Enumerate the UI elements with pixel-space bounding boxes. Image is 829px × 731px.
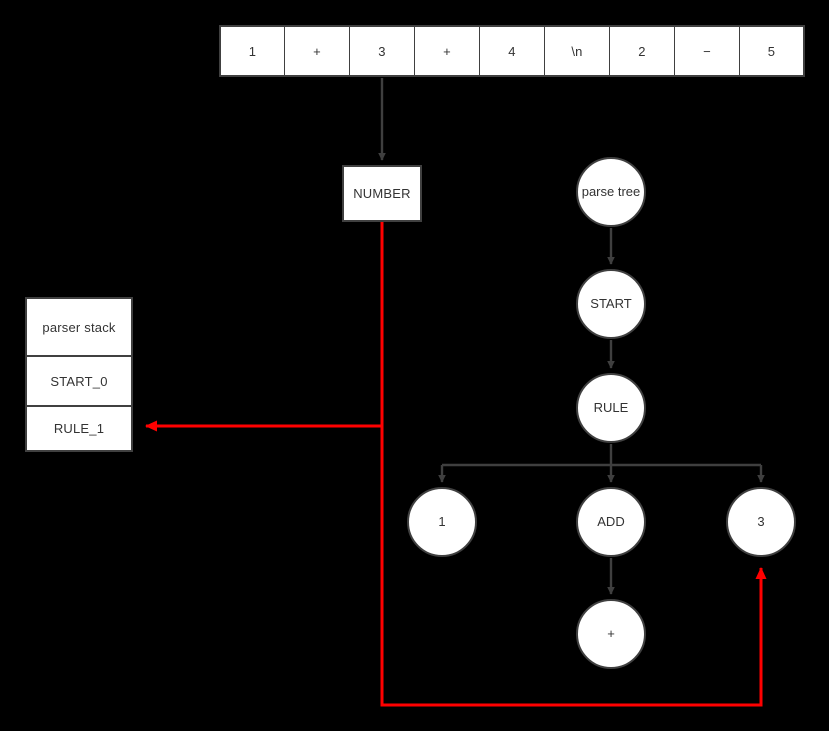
token-label: 4	[508, 43, 516, 59]
token-label: +	[313, 43, 321, 59]
highlight-number-to-tree-node-three	[380, 426, 767, 707]
token-label: −	[703, 43, 711, 59]
tree-node-rule[interactable]: RULE	[576, 373, 646, 443]
token-cell-3[interactable]: +	[414, 25, 480, 77]
tree-node-three[interactable]: 3	[726, 487, 796, 557]
tree-node-label: RULE	[593, 399, 629, 415]
parser-stack-entry-1[interactable]: RULE_1	[25, 406, 133, 452]
tree-node-label: parse tree	[581, 183, 641, 199]
tree-node-parse-tree[interactable]: parse tree	[576, 157, 646, 227]
tree-node-label: 3	[757, 513, 765, 529]
token-cell-0[interactable]: 1	[219, 25, 285, 77]
parser-stack-title-cell: parser stack	[25, 297, 133, 356]
token-cell-5[interactable]: \n	[544, 25, 610, 77]
tree-node-plus[interactable]: +	[576, 599, 646, 669]
token-cell-4[interactable]: 4	[479, 25, 545, 77]
token-cell-1[interactable]: +	[284, 25, 350, 77]
parser-stack-entry-label: START_0	[50, 373, 108, 389]
token-label: \n	[571, 43, 583, 59]
number-box-label: NUMBER	[353, 186, 411, 201]
tree-node-start[interactable]: START	[576, 269, 646, 339]
tree-node-add[interactable]: ADD	[576, 487, 646, 557]
highlight-number-to-parser-stack	[145, 222, 384, 432]
tree-node-label: 1	[438, 513, 446, 529]
token-label: 2	[638, 43, 646, 59]
parser-stack-entry-0[interactable]: START_0	[25, 356, 133, 406]
token-cell-8[interactable]: 5	[739, 25, 805, 77]
parser-stack-title: parser stack	[42, 319, 116, 335]
token-cell-2[interactable]: 3	[349, 25, 415, 77]
token-label: 5	[767, 43, 776, 59]
lexer-token-box-number[interactable]: NUMBER	[342, 165, 422, 222]
parser-stack-entry-label: RULE_1	[53, 421, 105, 436]
tree-node-label: START	[590, 295, 632, 311]
token-label: 3	[378, 43, 386, 59]
tree-node-label: +	[607, 625, 615, 641]
token-cell-7[interactable]: −	[674, 25, 740, 77]
token-label: 1	[248, 43, 257, 59]
token-cell-6[interactable]: 2	[609, 25, 675, 77]
tree-node-one[interactable]: 1	[407, 487, 477, 557]
edge-rule-to-branchbar	[442, 444, 761, 467]
tree-node-label: ADD	[597, 513, 625, 529]
token-label: +	[443, 43, 451, 59]
